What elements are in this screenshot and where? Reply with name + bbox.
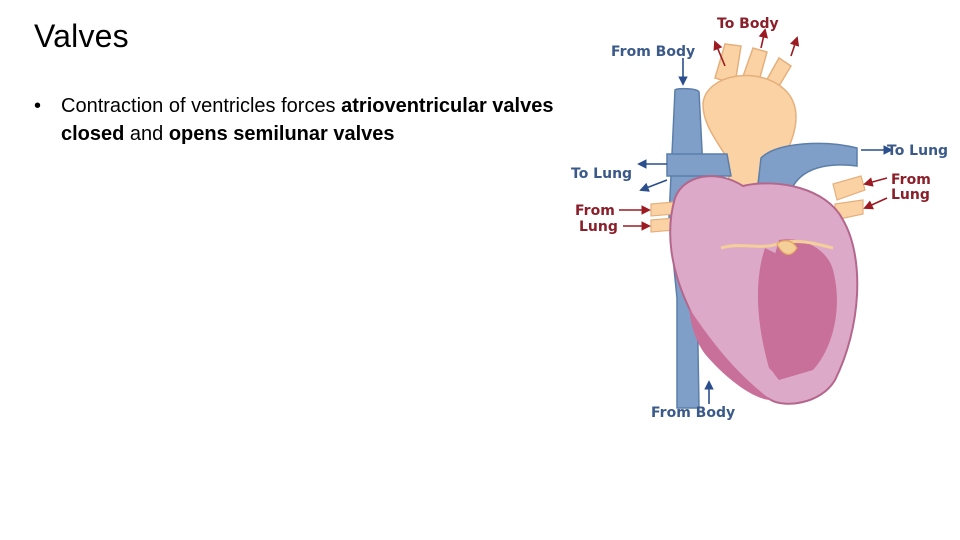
bullet-marker: • xyxy=(34,95,42,117)
bullet-list: • Contraction of ventricles forces atrio… xyxy=(34,92,554,148)
bullet-text-1: Contraction of ventricles forces xyxy=(61,95,342,117)
heart-muscle-shape xyxy=(762,239,837,380)
valve-shape xyxy=(776,240,798,255)
label-to-lung-right: To Lung xyxy=(887,143,948,159)
arrow-to-lung-left-2 xyxy=(639,179,668,192)
arrow-to-body-1 xyxy=(713,40,726,67)
pulmonary-vein-shape xyxy=(832,175,866,201)
bullet-text-2: and xyxy=(124,123,169,145)
label-from-lung-left-2: Lung xyxy=(579,219,618,235)
heart-diagram: To Body From Body To Lung From Lung To L… xyxy=(571,16,948,421)
heart-muscle-shape xyxy=(689,308,771,400)
arrow-to-body-3 xyxy=(790,36,800,57)
label-to-body: To Body xyxy=(717,16,779,32)
arrow-to-body-2 xyxy=(758,28,769,49)
slide-title: Valves xyxy=(34,18,129,54)
bullet-bold-2: opens semilunar valves xyxy=(168,123,395,145)
label-from-body-bottom: From Body xyxy=(651,405,735,421)
pulmonary-artery-shape xyxy=(666,153,732,177)
label-from-lung-left-1: From xyxy=(575,203,615,219)
label-from-body-top: From Body xyxy=(611,44,695,60)
arrow-from-lung-right-2 xyxy=(863,197,888,210)
label-to-lung-left: To Lung xyxy=(571,166,632,182)
bullet-item: • Contraction of ventricles forces atrio… xyxy=(34,92,554,148)
label-from-lung-right-2: Lung xyxy=(891,187,930,203)
septum-shape xyxy=(757,248,779,378)
label-from-lung-right-1: From xyxy=(891,172,931,188)
bullet-bold-1: atrioventricular valves closed xyxy=(61,95,554,145)
arrow-from-lung-right-1 xyxy=(863,177,888,187)
